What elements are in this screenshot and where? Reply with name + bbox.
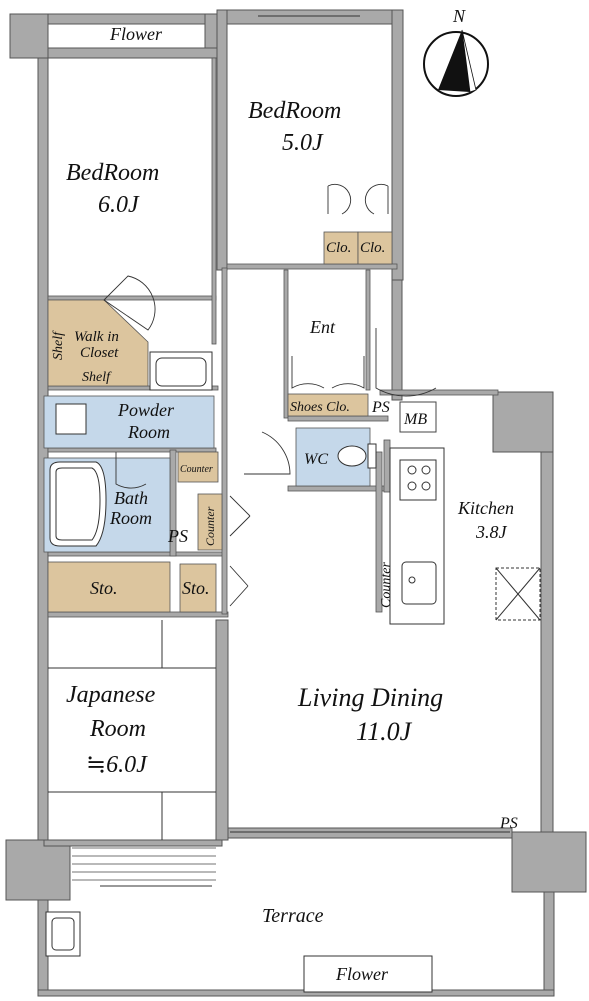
bathtub-icon	[49, 461, 107, 547]
counter-vertical-1: Counter	[203, 506, 217, 546]
stove-icon	[399, 459, 437, 501]
north-arrow-icon: N	[423, 6, 489, 97]
interior-walls	[47, 57, 499, 618]
mb-label: MB	[403, 411, 427, 428]
ps-label-3: PS	[499, 815, 518, 832]
walk-in-line2: Closet	[80, 345, 119, 361]
japanese-line2: Room	[89, 716, 146, 742]
toilet-icon	[337, 443, 377, 469]
north-label: N	[452, 6, 466, 26]
flower-bottom-label: Flower	[335, 964, 389, 984]
kitchen-name: Kitchen	[457, 498, 514, 518]
powder-line2: Room	[127, 422, 170, 442]
bedroom-north-size: 5.0J	[282, 130, 324, 156]
storage-1-label: Sto.	[90, 578, 118, 598]
ps-label-1: PS	[371, 399, 390, 416]
flower-top-label: Flower	[109, 24, 163, 44]
shoes-closet-label: Shoes Clo.	[290, 400, 350, 415]
japanese-size: ≒6.0J	[86, 752, 148, 778]
walk-in-line1: Walk in	[74, 329, 119, 345]
japanese-line1: Japanese	[66, 682, 156, 708]
doors	[103, 183, 437, 607]
sink-icon	[401, 561, 437, 605]
counter-vertical-2: Counter	[379, 562, 394, 608]
shelf-horizontal-label: Shelf	[82, 370, 112, 385]
aircon-unit-icon	[45, 911, 81, 957]
entrance-label: Ent	[309, 317, 336, 337]
bedroom-north-name: BedRoom	[248, 98, 341, 124]
bedroom-west-size: 6.0J	[98, 192, 140, 218]
closet-2-label: Clo.	[360, 240, 385, 256]
kitchen-size: 3.8J	[475, 522, 508, 542]
terrace-label: Terrace	[262, 905, 324, 927]
room-labels: Flower BedRoom 6.0J BedRoom 5.0J Clo. Cl…	[51, 24, 518, 984]
living-size: 11.0J	[356, 717, 413, 746]
washing-machine-icon	[55, 403, 87, 435]
bath-line1: Bath	[114, 488, 148, 508]
mb-box	[399, 401, 437, 433]
terrace-railing	[72, 847, 216, 881]
shelf-vertical-label: Shelf	[51, 330, 66, 360]
counter-small-label: Counter	[180, 464, 213, 475]
living-name: Living Dining	[297, 683, 443, 712]
wc-label: WC	[304, 451, 328, 468]
exterior-walls	[5, 9, 587, 997]
fixtures	[45, 15, 541, 993]
bath-line2: Room	[109, 508, 152, 528]
powder-line1: Powder	[117, 400, 175, 420]
closet-1-label: Clo.	[326, 240, 351, 256]
storage-2-label: Sto.	[182, 578, 210, 598]
ps-label-2: PS	[167, 526, 188, 546]
bedroom-west-name: BedRoom	[66, 160, 159, 186]
pantry-icon	[495, 567, 541, 621]
